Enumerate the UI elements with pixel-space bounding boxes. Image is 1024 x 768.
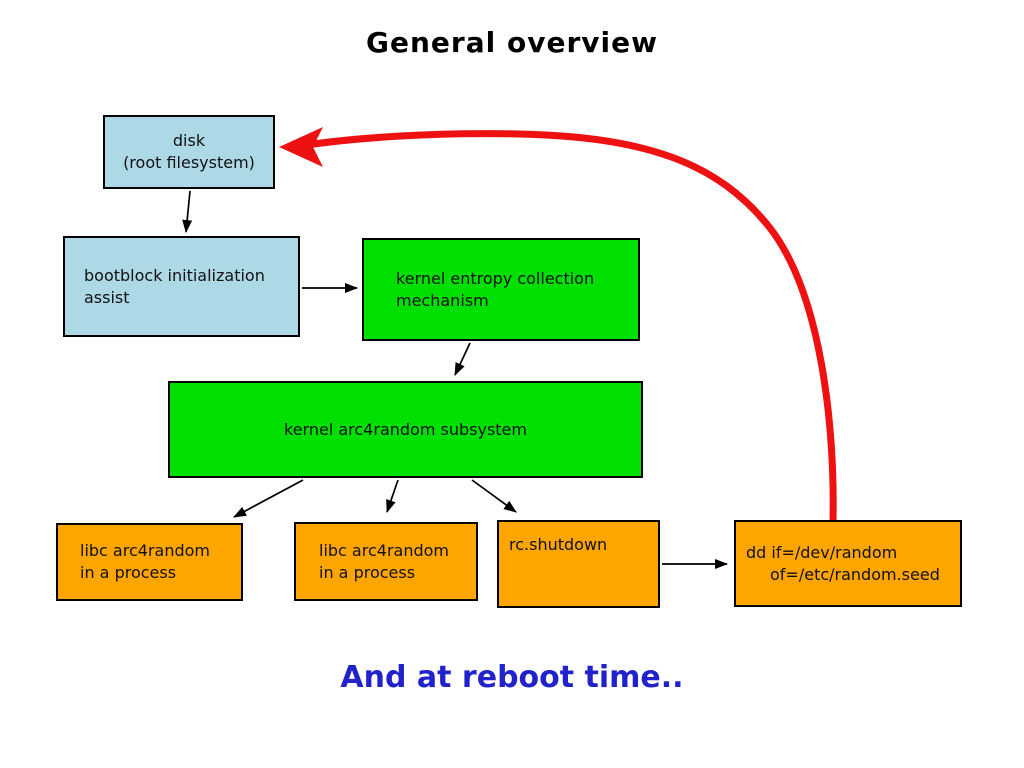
node-bootblock-line2: assist (84, 287, 130, 307)
node-kernel-arc4random: kernel arc4random subsystem (168, 381, 643, 478)
node-disk-line2: (root filesystem) (123, 153, 255, 172)
arrow-entropy-to-arc4random (454, 342, 471, 376)
node-libc-arc4random-2: libc arc4random in a process (294, 522, 478, 601)
arrow-arc4random-to-libc2 (386, 479, 399, 513)
node-rc-shutdown-line1: rc.shutdown (509, 535, 608, 554)
node-dd-random-seed: dd if=/dev/random of=/etc/random.seed (734, 520, 962, 607)
node-libc-arc4random-1: libc arc4random in a process (56, 523, 243, 601)
node-kernel-entropy-line2: mechanism (396, 290, 489, 310)
node-rc-shutdown: rc.shutdown (497, 520, 660, 608)
node-libc2-line2: in a process (319, 562, 416, 582)
node-kernel-entropy-line1: kernel entropy collection (396, 268, 595, 288)
diagram-title: General overview (366, 26, 658, 59)
node-dd-line2: of=/etc/random.seed (770, 564, 940, 584)
node-bootblock: bootblock initialization assist (63, 236, 300, 337)
arrow-arc4random-to-libc1 (233, 479, 304, 518)
node-kernel-arc4random-line1: kernel arc4random subsystem (284, 419, 527, 439)
arrow-arc4random-to-rcshutdown (471, 479, 517, 513)
arrow-disk-to-bootblock (182, 190, 193, 233)
node-libc1-line2: in a process (80, 563, 177, 582)
node-disk: disk (root filesystem) (103, 115, 275, 189)
node-libc2-line1: libc arc4random (319, 540, 449, 560)
footer-note: And at reboot time.. (340, 660, 684, 695)
node-disk-line1: disk (172, 131, 206, 150)
node-kernel-entropy: kernel entropy collection mechanism (362, 238, 640, 341)
node-libc1-line1: libc arc4random (80, 541, 210, 560)
node-bootblock-line1: bootblock initialization (84, 265, 265, 285)
node-dd-line1: dd if=/dev/random (746, 542, 898, 562)
